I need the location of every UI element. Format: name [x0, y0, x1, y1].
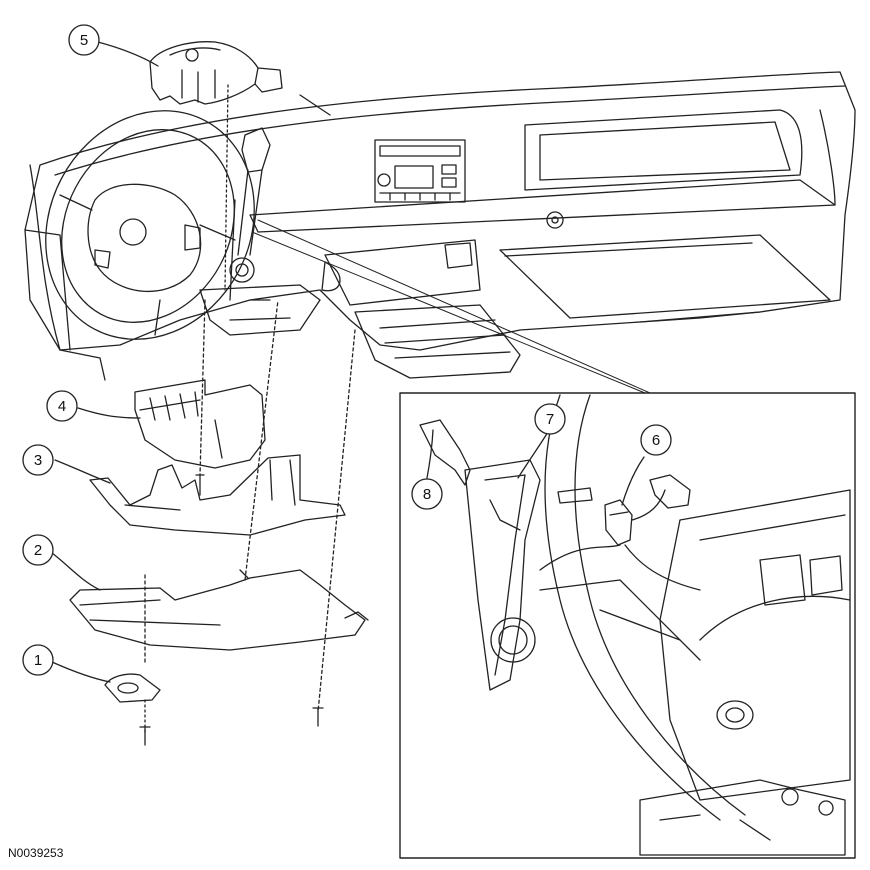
leader-line-5	[97, 41, 159, 67]
callout-5: 5	[68, 24, 100, 56]
instrument-panel-trim-panel	[89, 454, 346, 536]
callout-8: 8	[411, 478, 443, 510]
steering-wheel	[45, 110, 255, 340]
callout-number: 3	[34, 452, 42, 469]
callout-number: 8	[423, 486, 431, 503]
callout-number: 1	[34, 652, 42, 669]
leader-line-4	[77, 407, 141, 419]
callout-3: 3	[22, 444, 54, 476]
instrument-panel	[24, 71, 856, 381]
callout-number: 2	[34, 542, 42, 559]
steering-column	[199, 127, 321, 336]
callout-number: 7	[546, 411, 554, 428]
leader-line-8	[426, 429, 434, 479]
callout-7: 7	[534, 403, 566, 435]
upper-column-shroud	[149, 41, 283, 291]
leader-line-3	[54, 459, 111, 484]
leader-line-2	[51, 552, 101, 591]
callout-1: 1	[22, 644, 54, 676]
callout-number: 5	[80, 32, 88, 49]
callout-4: 4	[46, 390, 78, 422]
callout-number: 6	[652, 432, 660, 449]
figure-id: N0039253	[8, 846, 64, 860]
detail-inset-connector	[251, 219, 856, 859]
callout-2: 2	[22, 534, 54, 566]
leader-line-7	[517, 431, 549, 479]
knee-bolster-panel	[69, 299, 369, 666]
leader-line-1	[51, 661, 111, 683]
callout-number: 4	[58, 398, 66, 415]
lower-column-shroud	[134, 299, 266, 496]
steering-column-bracket	[104, 673, 161, 746]
lower-panel-screw	[312, 329, 356, 727]
callout-6: 6	[640, 424, 672, 456]
leader-line-6	[621, 456, 645, 506]
radio-head-unit	[374, 139, 466, 203]
